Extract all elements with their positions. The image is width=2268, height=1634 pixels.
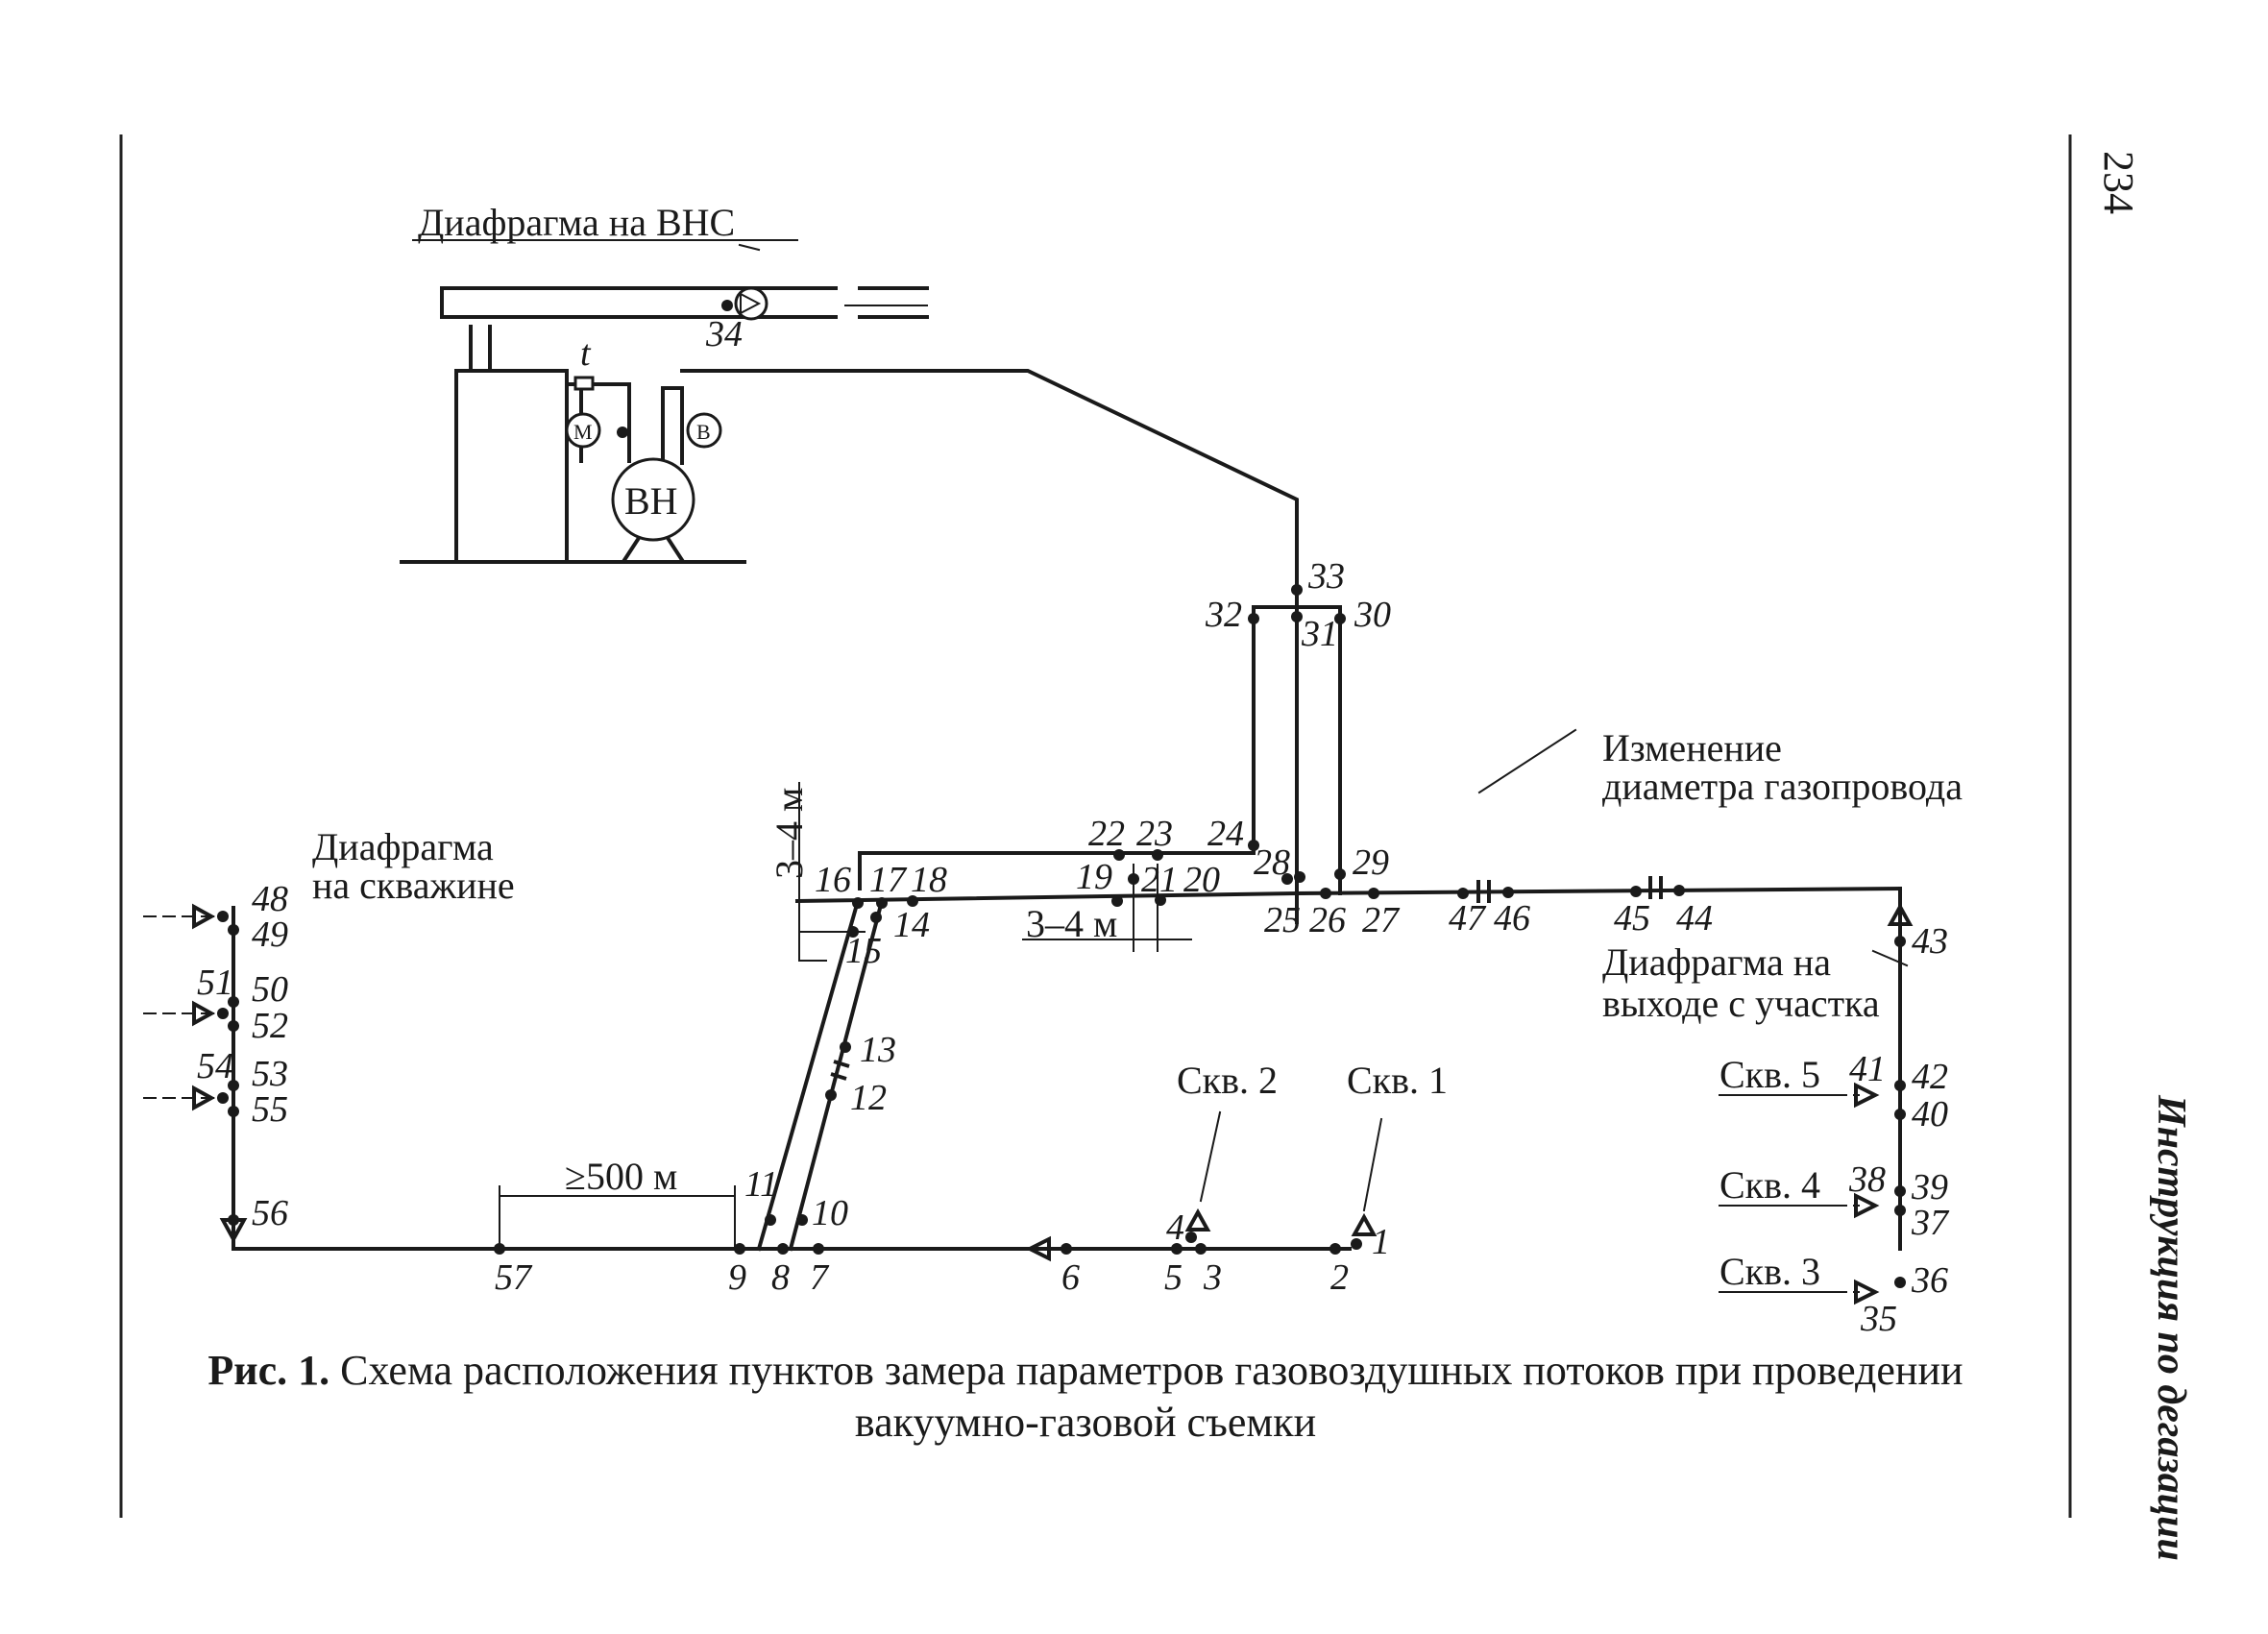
point-number: 22 — [1088, 814, 1125, 854]
point-number: 24 — [1207, 814, 1244, 854]
point-number: 10 — [812, 1193, 848, 1233]
point-number: 37 — [1911, 1203, 1950, 1243]
point-number: 16 — [815, 860, 851, 900]
pump-icon — [611, 457, 695, 542]
diameter-change-label-1: Изменение — [1602, 726, 1782, 769]
caption-line-2: вакуумно-газовой съемки — [854, 1399, 1317, 1446]
caption-prefix: Рис. 1. — [207, 1347, 330, 1394]
well-5-label: Скв. 5 — [1719, 1053, 1820, 1096]
well-3-label: Скв. 3 — [1719, 1250, 1820, 1293]
point-number: 33 — [1307, 556, 1345, 597]
vacuum-gauge-icon — [686, 412, 722, 449]
point-number: 45 — [1614, 898, 1650, 939]
point-number: 19 — [1076, 857, 1112, 897]
point-number: 41 — [1849, 1049, 1886, 1089]
point-number: 17 — [869, 860, 908, 900]
label-underlines — [412, 239, 1845, 1293]
point-number: 20 — [1183, 860, 1220, 900]
riser-loop — [1252, 605, 1342, 895]
point-number: 53 — [252, 1054, 288, 1094]
diameter-change-label-2: диаметра газопровода — [1602, 765, 1963, 808]
point-number: 42 — [1912, 1057, 1948, 1097]
point-number: 50 — [252, 969, 288, 1010]
instruments — [565, 286, 768, 542]
manometer-icon — [565, 412, 601, 449]
point-number: 18 — [911, 860, 947, 900]
point-number: 26 — [1309, 900, 1346, 940]
point-number: 4 — [1166, 1207, 1184, 1248]
flange-markers — [830, 876, 1663, 1081]
point-number: 28 — [1254, 842, 1290, 883]
point-number: 13 — [860, 1030, 896, 1070]
point-number: 46 — [1494, 898, 1530, 939]
caption-line-1: Рис. 1. Схема расположения пунктов замер… — [125, 1345, 2046, 1397]
point-number: 49 — [252, 915, 288, 955]
exit-diaphragm-label-1: Диафрагма на — [1602, 940, 1831, 984]
point-number: 38 — [1848, 1159, 1886, 1200]
dim-horizontal-label: 3–4 м — [1026, 902, 1117, 945]
point-number: 48 — [252, 879, 288, 919]
point-number: 54 — [197, 1046, 233, 1086]
well-diaphragm-label-2: на скважине — [312, 864, 515, 907]
well-1-label: Скв. 1 — [1347, 1059, 1448, 1102]
point-number: 30 — [1353, 595, 1391, 635]
temperature-label: t — [580, 333, 592, 374]
point-number: 40 — [1912, 1094, 1948, 1134]
point-number: 9 — [728, 1257, 746, 1298]
point-number: 57 — [495, 1257, 533, 1298]
point-number: 39 — [1911, 1167, 1948, 1207]
point-number: 11 — [744, 1164, 778, 1205]
point-number: 7 — [810, 1257, 830, 1298]
thermometer-icon — [573, 376, 595, 391]
point-number: 52 — [252, 1006, 288, 1046]
exit-diaphragm-label-2: выходе с участка — [1602, 982, 1880, 1025]
vacuum-gauge-label: В — [696, 420, 711, 444]
point-number: 1 — [1372, 1222, 1390, 1262]
caption-text-1: Схема расположения пунктов замера параме… — [340, 1347, 1963, 1394]
point-number: 15 — [845, 931, 882, 971]
pump-label: ВН — [624, 479, 678, 523]
point-number: 8 — [771, 1257, 790, 1298]
point-number: 36 — [1911, 1260, 1948, 1301]
point-number: 21 — [1141, 860, 1178, 900]
point-number: 3 — [1203, 1257, 1222, 1298]
measurement-points — [217, 300, 1906, 1288]
point-number: 47 — [1449, 898, 1487, 939]
vns-diaphragm-label: Диафрагма на ВНС — [418, 201, 735, 244]
dim-vertical-label: 3–4 м — [768, 788, 811, 879]
point-number: 2 — [1330, 1257, 1349, 1298]
point-number: 43 — [1912, 921, 1948, 962]
point-number: 51 — [197, 963, 233, 1003]
figure-caption: Рис. 1. Схема расположения пунктов замер… — [125, 1345, 2046, 1449]
point-number: 55 — [252, 1089, 288, 1130]
point-number: 29 — [1353, 842, 1389, 883]
point-number: 25 — [1264, 900, 1301, 940]
well-diaphragm-label-1: Диафрагма — [312, 825, 494, 868]
point-number: 23 — [1136, 814, 1173, 854]
point-number: 32 — [1205, 595, 1242, 635]
point-number: 14 — [893, 905, 930, 945]
point-number: 5 — [1164, 1257, 1183, 1298]
dim-500-label: ≥500 м — [565, 1155, 677, 1198]
point-number: 12 — [850, 1078, 887, 1118]
point-number: 27 — [1362, 900, 1401, 940]
point-number: 31 — [1301, 614, 1338, 654]
well-4-label: Скв. 4 — [1719, 1163, 1820, 1207]
point-number: 6 — [1061, 1257, 1080, 1298]
manometer-label: М — [573, 420, 593, 444]
point-number: 56 — [252, 1193, 288, 1233]
point-number: 44 — [1676, 898, 1713, 939]
point-number: 35 — [1860, 1299, 1897, 1339]
well-2-label: Скв. 2 — [1177, 1059, 1278, 1102]
point-number: 34 — [705, 314, 743, 354]
